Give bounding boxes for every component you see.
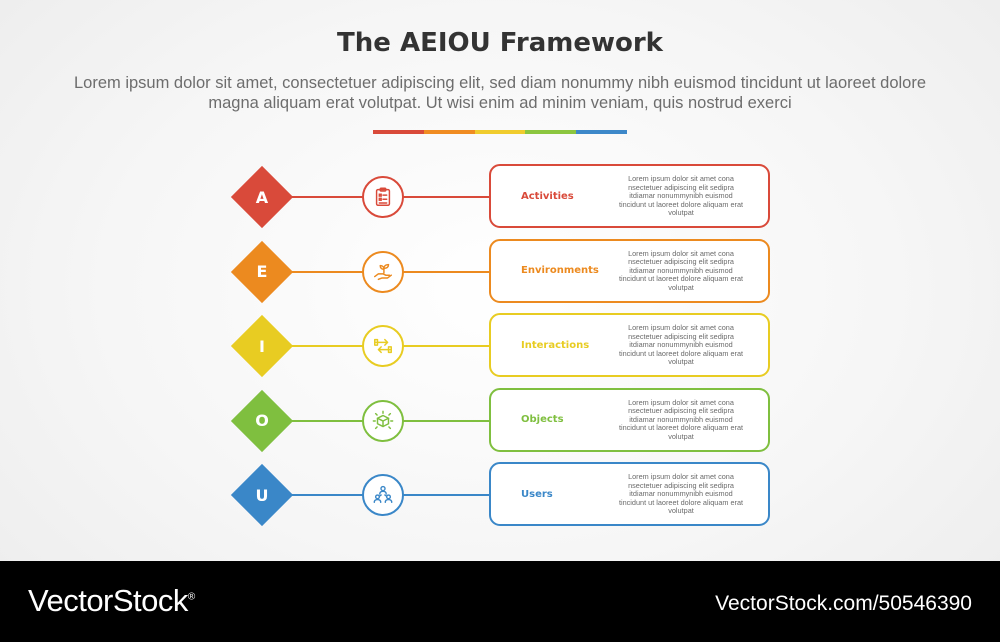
row-letter: U	[255, 485, 269, 505]
card-description: Lorem ipsum dolor sit amet cona nsectetu…	[618, 174, 744, 218]
card-title: Environments	[521, 265, 599, 276]
icon-circle	[362, 325, 404, 367]
card-title: Users	[521, 488, 553, 500]
page-title: The AEIOU Framework	[337, 28, 663, 58]
card-title: Activities	[521, 190, 574, 202]
icon-circle	[362, 250, 404, 293]
card-description: Lorem ipsum dolor sit amet cona nsectetu…	[618, 248, 744, 292]
registered-mark: ®	[187, 591, 195, 603]
framework-row-activities: A Activities Lorem ipsum dolor sit amet co…	[0, 164, 1000, 230]
framework-row-interactions: I Interactions Lorem ipsum dolor sit amet …	[0, 313, 1000, 379]
divider-segment	[576, 130, 627, 134]
icon-circle	[362, 399, 404, 442]
framework-row-environments: E Environments Lorem ipsum dolor sit amet …	[0, 238, 1000, 305]
divider-segment	[474, 130, 526, 134]
icon-circle	[362, 176, 404, 218]
divider-segment	[373, 130, 424, 134]
plant-hand-icon	[372, 261, 394, 283]
divider-segment	[525, 130, 577, 134]
vectorstock-logo: VectorStock®	[28, 583, 195, 619]
clipboard-icon	[372, 186, 394, 208]
description-card: Objects Lorem ipsum dolor sit amet cona n…	[489, 387, 770, 452]
row-letter: E	[256, 262, 268, 281]
box-icon	[372, 410, 394, 432]
divider-segment	[423, 130, 475, 134]
row-letter: A	[255, 187, 269, 207]
description-card: Environments Lorem ipsum dolor sit amet c…	[489, 238, 770, 303]
card-title: Objects	[521, 414, 564, 425]
icon-circle	[362, 474, 404, 516]
card-description: Lorem ipsum dolor sit amet cona nsectetu…	[618, 323, 744, 367]
page-subtitle: Lorem ipsum dolor sit amet, consectetuer…	[73, 74, 927, 112]
framework-row-users: U Users Lorem ipsum dolor sit amet cona ns…	[0, 462, 1000, 528]
users-icon	[372, 484, 394, 506]
description-card: Activities Lorem ipsum dolor sit amet con…	[489, 164, 770, 228]
framework-row-objects: O Objects Lorem ipsum dolor sit amet cona …	[0, 387, 1000, 454]
card-title: Interactions	[521, 339, 590, 351]
watermark-footer: VectorStock® VectorStock.com/50546390	[0, 561, 1000, 642]
brand-name: VectorStock	[28, 583, 188, 618]
description-card: Interactions Lorem ipsum dolor sit amet c…	[489, 313, 770, 377]
card-description: Lorem ipsum dolor sit amet cona nsectetu…	[618, 397, 744, 441]
description-card: Users Lorem ipsum dolor sit amet cona nse…	[489, 462, 770, 526]
stock-id: VectorStock.com/50546390	[715, 592, 972, 615]
card-description: Lorem ipsum dolor sit amet cona nsectetu…	[618, 472, 744, 516]
color-divider	[373, 130, 627, 134]
exchange-arrows-icon	[372, 335, 394, 357]
row-letter: I	[259, 336, 265, 356]
row-letter: O	[255, 411, 269, 430]
